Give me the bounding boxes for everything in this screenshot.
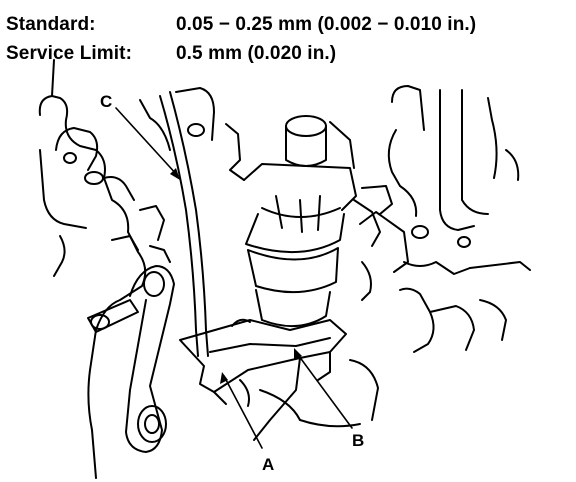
callout-b-label: B bbox=[352, 431, 364, 450]
callout-b-arrowhead bbox=[294, 348, 302, 360]
spec-standard: Standard: 0.05 − 0.25 mm (0.002 − 0.010 i… bbox=[6, 14, 476, 36]
callout-c-leader bbox=[115, 107, 179, 177]
callout-b-leader bbox=[295, 351, 353, 429]
right-housing-casting bbox=[359, 85, 531, 353]
shift-fork-b bbox=[179, 318, 347, 441]
callout-leaders bbox=[115, 107, 353, 449]
shift-shaft-spool bbox=[225, 115, 393, 328]
callout-arrowheads bbox=[170, 168, 302, 384]
callout-a-label: A bbox=[262, 455, 274, 474]
callout-c-arrowhead bbox=[170, 168, 180, 180]
spec-standard-value: 0.05 − 0.25 mm (0.002 − 0.010 in.) bbox=[176, 14, 477, 35]
callout-c-label: C bbox=[100, 92, 112, 111]
callout-a-leader bbox=[223, 375, 263, 449]
lower-housing bbox=[213, 359, 379, 428]
left-housing-casting bbox=[38, 59, 171, 479]
callout-a-arrowhead bbox=[220, 372, 228, 384]
spec-standard-label: Standard: bbox=[6, 14, 96, 35]
guide-rod-c bbox=[159, 87, 215, 357]
spec-service-limit-label: Service Limit: bbox=[6, 43, 133, 64]
spec-service-limit: Service Limit: 0.5 mm (0.020 in.) bbox=[6, 43, 336, 65]
shift-lever-arm bbox=[87, 265, 175, 453]
spec-service-limit-value: 0.5 mm (0.020 in.) bbox=[176, 43, 337, 64]
